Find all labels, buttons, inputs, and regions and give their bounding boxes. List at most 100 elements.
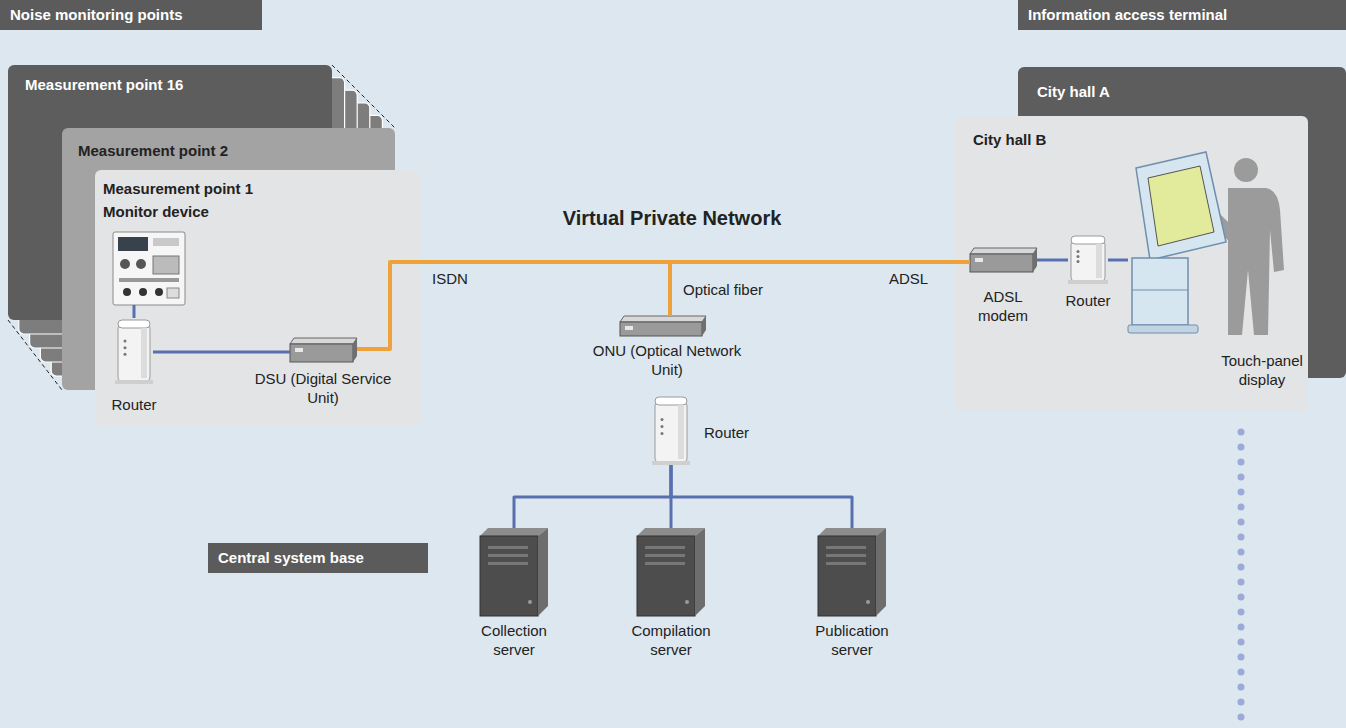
icon-part (1068, 280, 1108, 284)
network-link (1037, 259, 1068, 262)
icon-part (625, 326, 633, 330)
continuation-dot (1238, 549, 1245, 556)
icon-part (1077, 260, 1080, 263)
icon-part (637, 536, 695, 616)
monitor-icon (113, 232, 185, 305)
icon-part (290, 344, 353, 362)
continuation-dot (1238, 654, 1245, 661)
panel-title: City hall B (973, 131, 1046, 150)
icon-part (1148, 166, 1214, 246)
icon-part (818, 528, 886, 536)
icon-part (970, 248, 1037, 254)
label-holder: ONU (Optical Network Unit) (577, 342, 757, 380)
panel-title: Measurement point 16 (25, 76, 183, 95)
router-icon: Router (1068, 234, 1108, 284)
panel-title: Measurement point 2 (78, 142, 228, 161)
label-holder: Router (704, 424, 749, 443)
network-link (514, 465, 671, 528)
icon-part (1132, 290, 1188, 291)
network-link (357, 262, 670, 349)
router-icon: Router (652, 395, 690, 465)
continuation-dot (1238, 624, 1245, 631)
section-tab: Information access terminal (1018, 0, 1346, 30)
tab-title: Noise monitoring points (0, 0, 193, 30)
network-link (671, 465, 852, 528)
icon-part (661, 418, 664, 421)
icon-part (167, 288, 179, 298)
icon-part (153, 256, 179, 274)
icon-part (1077, 255, 1080, 258)
router-icon (652, 395, 690, 465)
link-label: Optical fiber (683, 281, 763, 300)
continuation-dot (1238, 429, 1245, 436)
server-icon: Collection server (480, 528, 548, 616)
router-icon (1068, 234, 1108, 284)
continuation-dot (1238, 684, 1245, 691)
onu-box: ONU (Optical Network Unit) (620, 316, 706, 336)
icon-part (645, 554, 685, 557)
icon-part (661, 425, 664, 428)
icon-part (480, 528, 548, 536)
section-tab: Central system base (208, 543, 428, 573)
device-label: ONU (Optical Network Unit) (577, 342, 757, 380)
icon-part (1033, 248, 1037, 272)
icon-part (1136, 152, 1226, 260)
icon-part (528, 600, 532, 604)
label-holder: Compilation server (623, 622, 719, 660)
continuation-dot (1238, 444, 1245, 451)
icon-part (115, 380, 153, 384)
box-icon (620, 316, 706, 336)
continuation-dot (1238, 474, 1245, 481)
icon-part (124, 346, 127, 349)
icon-part (480, 536, 538, 616)
icon-part (655, 401, 687, 463)
icon-part (153, 238, 179, 246)
tab-title: Information access terminal (1018, 0, 1237, 30)
icon-part (1077, 250, 1080, 253)
label-holder: ADSL (889, 270, 928, 289)
continuation-dot (1238, 489, 1245, 496)
tab-title: Central system base (208, 543, 374, 573)
modem-box: ADSL modem (970, 248, 1037, 272)
icon-part (970, 254, 1033, 272)
label-holder: Optical fiber (683, 281, 763, 300)
icon-part (685, 600, 689, 604)
icon-part (488, 554, 528, 557)
continuation-dot (1238, 579, 1245, 586)
label-holder: Collection server (466, 622, 562, 660)
icon-part (124, 340, 127, 343)
person-silhouette (1234, 158, 1258, 182)
icon-part (695, 528, 705, 616)
device-label: Compilation server (623, 622, 719, 660)
stack-guide-line (332, 65, 395, 128)
server-icon: Compilation server (637, 528, 705, 616)
label-holder: Router (1065, 292, 1110, 311)
network-link (133, 305, 136, 318)
continuation-dot (1238, 609, 1245, 616)
device-label: Router (704, 424, 749, 443)
icon-part (661, 432, 664, 435)
device-label: DSU (Digital Service Unit) (248, 370, 398, 408)
icon-part (118, 237, 148, 251)
server-icon: Publication server (818, 528, 886, 616)
icon-part (155, 288, 163, 296)
icon-part (826, 546, 866, 549)
device-label: Router (1065, 292, 1110, 311)
device-label: Collection server (466, 622, 562, 660)
continuation-dot (1238, 564, 1245, 571)
label-holder: DSU (Digital Service Unit) (248, 370, 398, 408)
server-icon (818, 528, 886, 616)
icon-part (124, 353, 127, 356)
continuation-dot (1238, 519, 1245, 526)
continuation-dot (1238, 699, 1245, 706)
icon-part (1071, 236, 1105, 244)
panel-title: City hall A (1037, 83, 1110, 102)
device-label: ADSL modem (972, 288, 1034, 326)
label-holder: Monitor device (103, 203, 209, 222)
link-label: ADSL (889, 270, 928, 289)
continuation-dot (1238, 669, 1245, 676)
icon-part (1096, 244, 1102, 278)
label-holder: Publication server (804, 622, 900, 660)
